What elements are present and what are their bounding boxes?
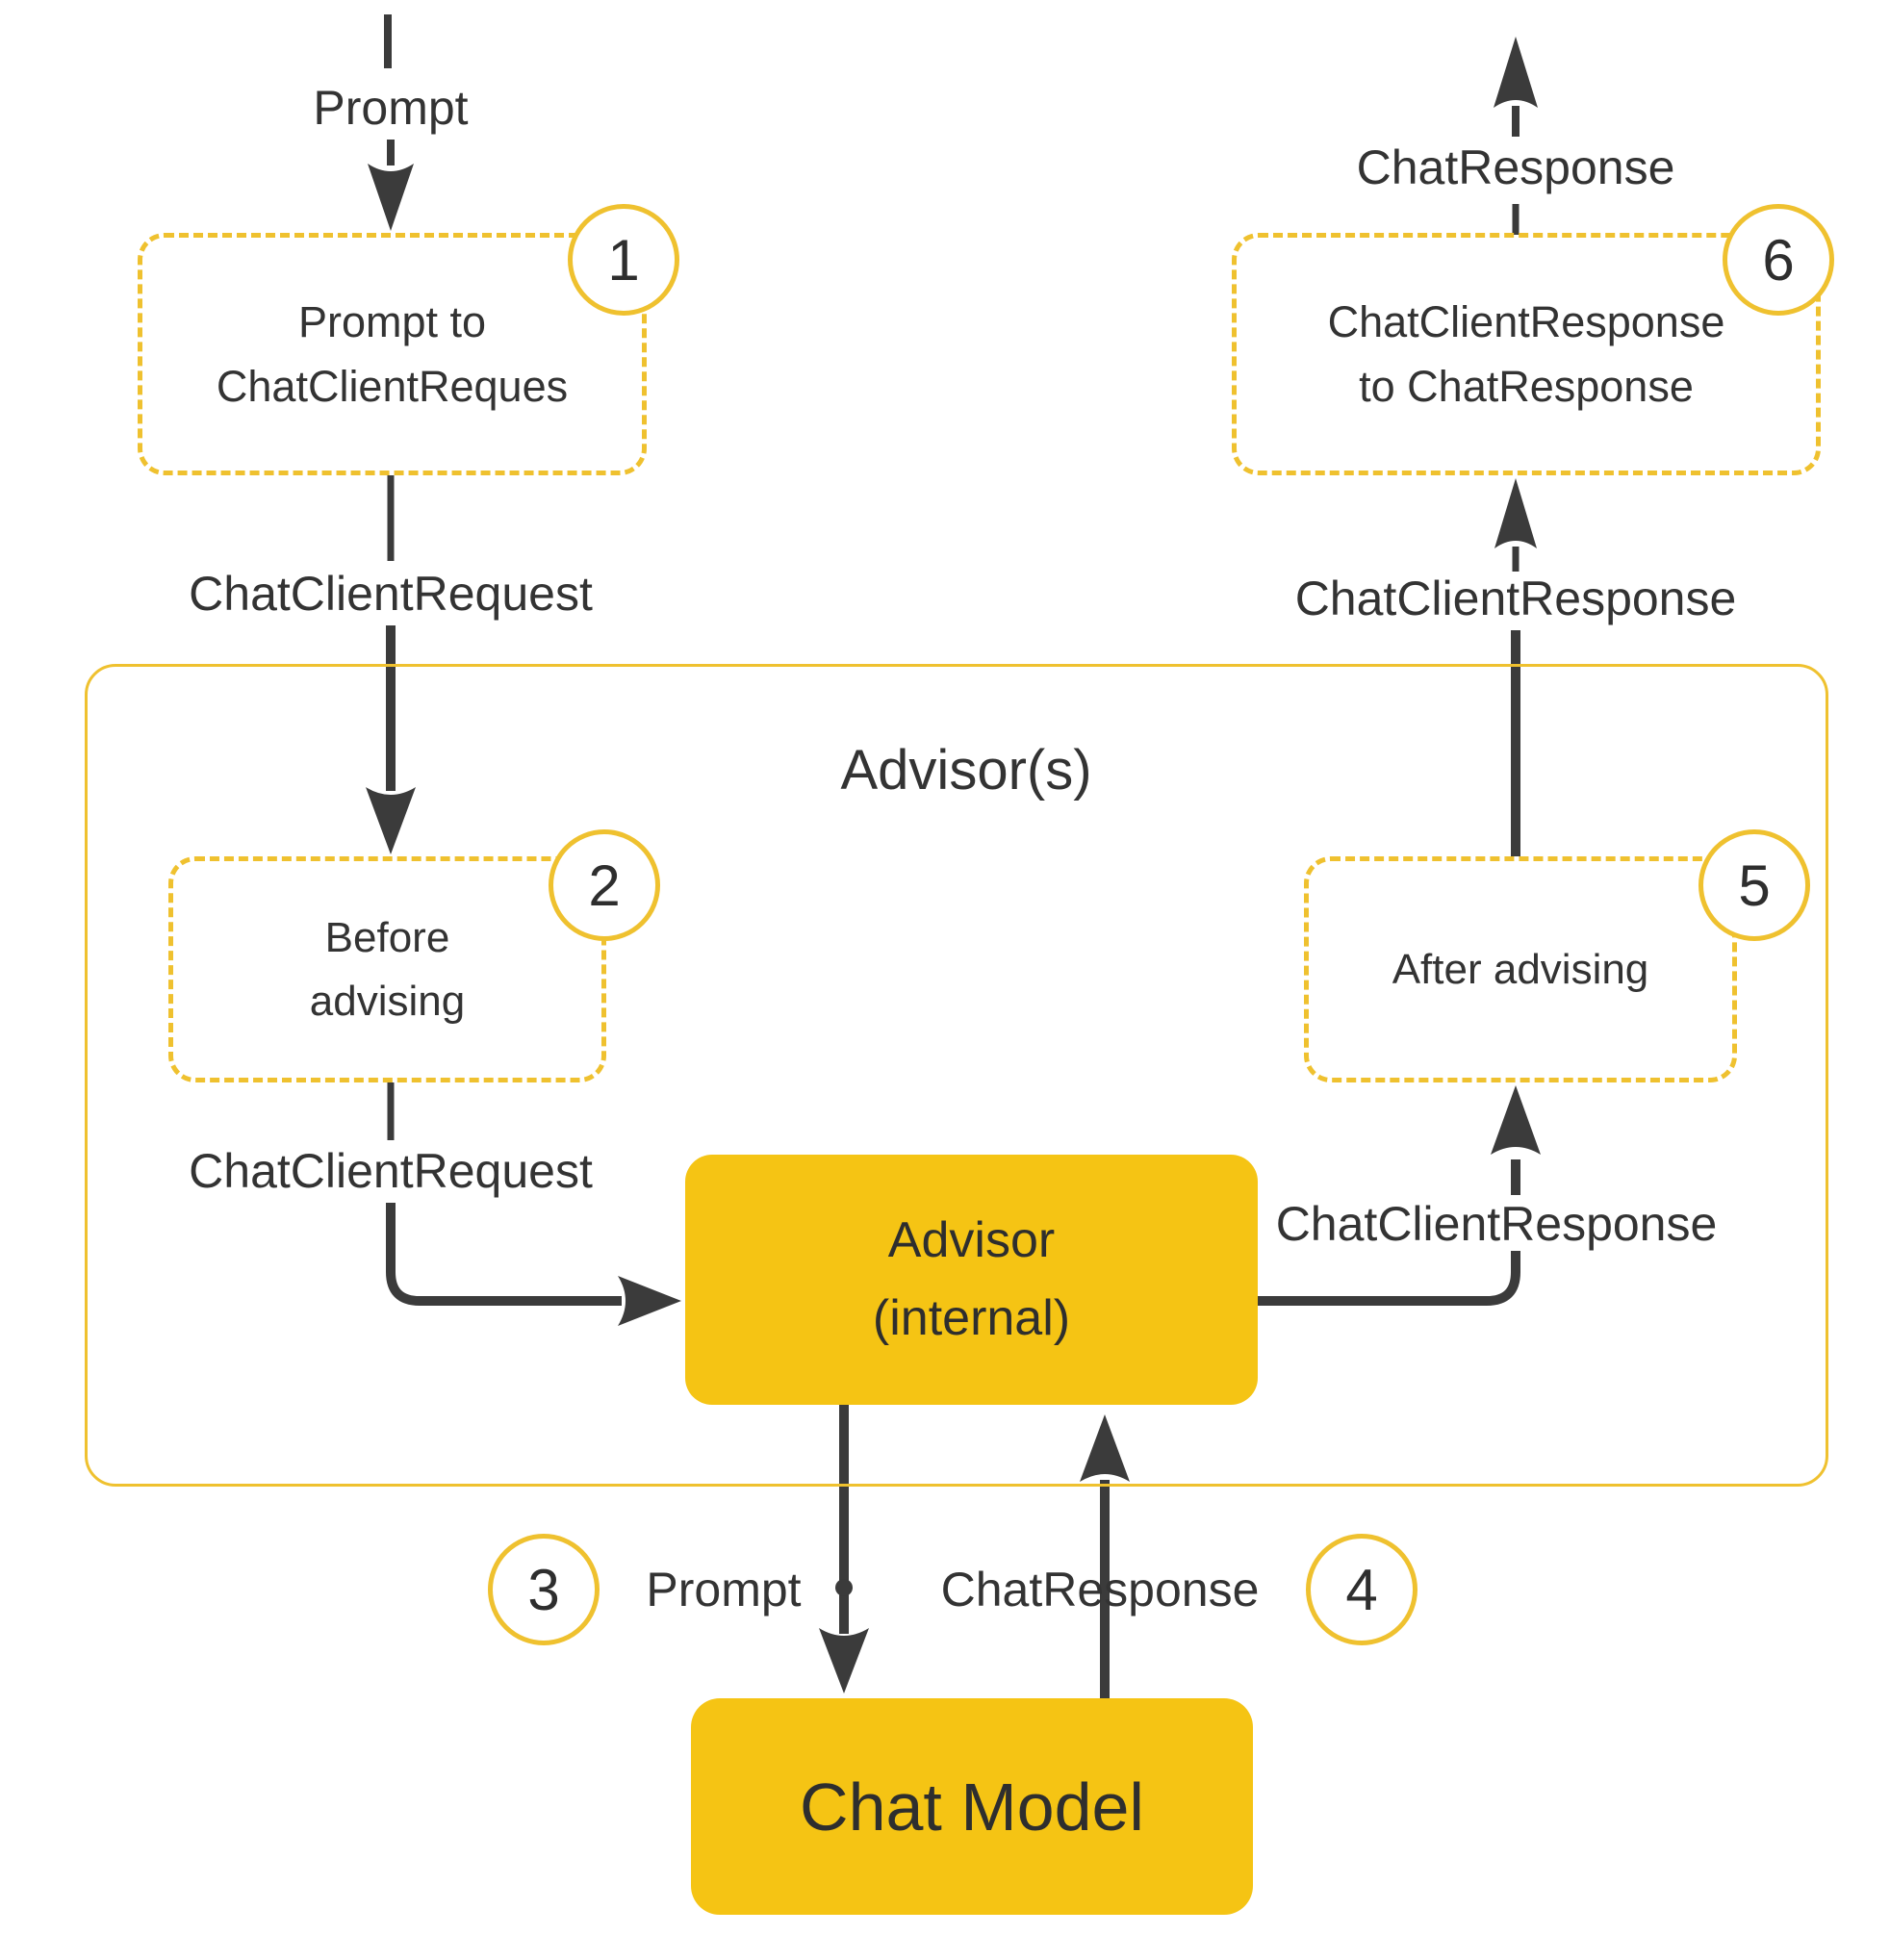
step2-box: Before advising — [168, 856, 606, 1082]
prompt-top-label: Prompt — [313, 81, 469, 135]
step2-label-line1: Before — [324, 913, 450, 961]
advisor-internal-line1: Advisor — [887, 1212, 1056, 1269]
arrow-label-to-advisor-shaft — [386, 1203, 622, 1306]
chat-model-node: Chat Model — [691, 1698, 1253, 1915]
advisors-container-title: Advisor(s) — [840, 739, 1092, 802]
arrow-prompt-to-step1-head — [368, 164, 414, 231]
chat-client-request-upper-label: ChatClientRequest — [189, 567, 593, 621]
step5-label: After advising — [1392, 945, 1649, 993]
step5-number-badge: 5 — [1698, 829, 1810, 941]
step2-label-line2: advising — [309, 977, 466, 1025]
step6-number-badge: 6 — [1723, 204, 1834, 316]
advisor-internal-node: Advisor (internal) — [685, 1155, 1258, 1405]
step3-number-badge: 3 — [488, 1534, 600, 1645]
arrow-advisor-to-step5-elbow — [1258, 1251, 1520, 1306]
arrow-chatresponse-out-head — [1494, 37, 1538, 108]
advisors-container — [85, 664, 1828, 1487]
step4-number-badge: 4 — [1306, 1534, 1418, 1645]
chat-client-response-inner-label: ChatClientResponse — [1275, 1197, 1718, 1251]
step2-number-badge: 2 — [549, 829, 660, 941]
step1-box: Prompt to ChatClientReques — [138, 233, 647, 475]
step1-label-line1: Prompt to — [297, 296, 487, 346]
arrow-label-to-advisor-head — [618, 1276, 681, 1326]
step6-box: ChatClientResponse to ChatResponse — [1232, 233, 1821, 475]
chat-response-top-label: ChatResponse — [1356, 140, 1675, 194]
arrow-label-to-step2-head — [366, 787, 416, 854]
chat-response-bottom-label: ChatResponse — [940, 1563, 1260, 1616]
prompt-bottom-label: Prompt — [646, 1563, 802, 1616]
arrow-advisor-to-chatmodel-head — [819, 1628, 869, 1693]
chat-client-request-inner-label: ChatClientRequest — [189, 1144, 593, 1198]
chat-client-response-outer-label: ChatClientResponse — [1294, 572, 1737, 625]
advisor-internal-line2: (internal) — [872, 1290, 1071, 1346]
arrow-advisor-to-step5-head — [1491, 1085, 1541, 1155]
chat-model-label: Chat Model — [800, 1769, 1144, 1845]
arrow-label-to-step6-head — [1494, 478, 1537, 548]
step5-box: After advising — [1304, 856, 1737, 1082]
arrow-chatmodel-to-advisor-head — [1080, 1414, 1130, 1482]
prompt-connector-dot — [835, 1579, 853, 1596]
step6-label-line2: to ChatResponse — [1359, 362, 1694, 411]
step1-number-badge: 1 — [568, 204, 679, 316]
step1-label-line2: ChatClientReques — [216, 362, 569, 411]
step6-label-line1: ChatClientResponse — [1327, 296, 1725, 346]
